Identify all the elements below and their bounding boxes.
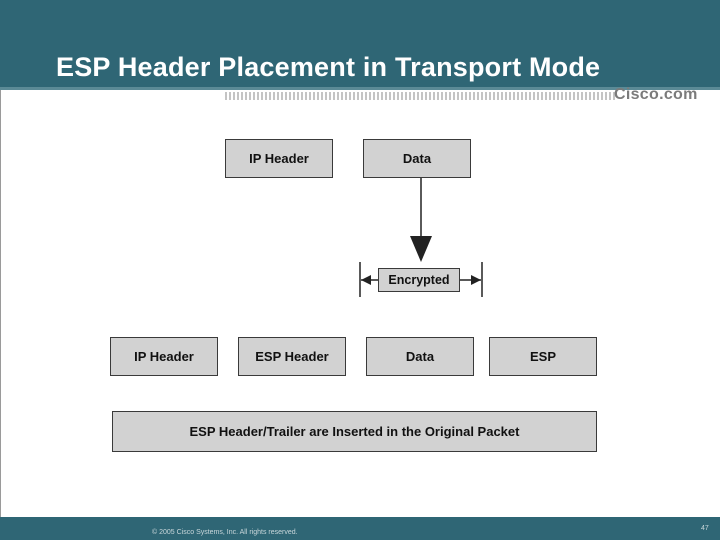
encrypted-left-arrowhead: [361, 275, 371, 285]
original-data-box: Data: [363, 139, 471, 178]
slide-title: ESP Header Placement in Transport Mode: [56, 52, 601, 82]
header-stripe: [0, 87, 720, 90]
copyright-text: © 2005 Cisco Systems, Inc. All rights re…: [152, 529, 298, 536]
slide-footer-bar: [0, 517, 720, 540]
esp-trailer-box: ESP: [489, 337, 597, 376]
left-border-line: [0, 90, 1, 517]
encrypted-label-box: Encrypted: [378, 268, 460, 292]
esp-ip-header-box: IP Header: [110, 337, 218, 376]
slide-header-bar: [0, 0, 720, 90]
original-ip-header-box: IP Header: [225, 139, 333, 178]
esp-header-box: ESP Header: [238, 337, 346, 376]
page-number: 47: [701, 525, 709, 532]
caption-box: ESP Header/Trailer are Inserted in the O…: [112, 411, 597, 452]
cisco-logo: Cisco.com: [614, 86, 698, 103]
dotted-divider: [225, 92, 615, 100]
down-arrow-head: [410, 236, 432, 262]
esp-data-box: Data: [366, 337, 474, 376]
encrypted-right-arrowhead: [471, 275, 481, 285]
